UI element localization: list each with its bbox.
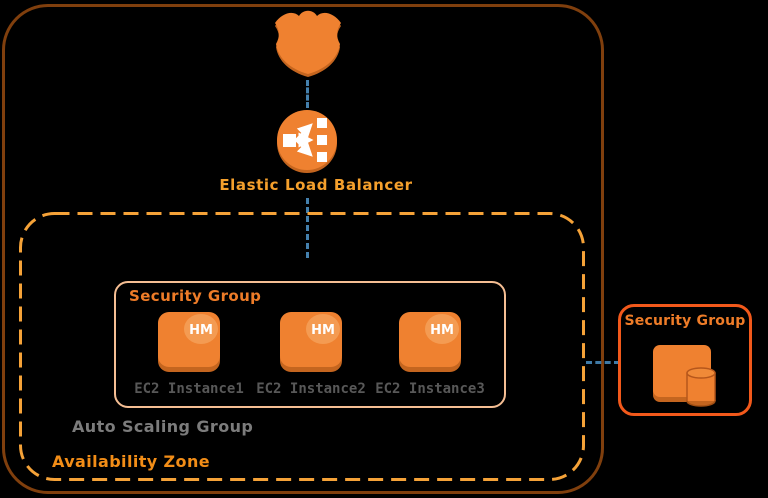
ec2-instance-icon: HM	[399, 312, 461, 372]
security-group-title: Security Group	[129, 287, 262, 305]
database-icon	[653, 345, 716, 407]
db-security-group-box: Security Group	[618, 304, 752, 416]
auto-scaling-group-label: Auto Scaling Group	[72, 417, 254, 436]
connector-elb-to-security-group	[306, 198, 309, 258]
ec2-instance-label: EC2 Instance2	[256, 381, 366, 397]
ec2-instance-label: EC2 Instance3	[375, 381, 485, 397]
availability-zone-label: Availability Zone	[52, 452, 210, 471]
db-security-group-title: Security Group	[624, 313, 746, 329]
hm-badge: HM	[189, 323, 213, 338]
ec2-instance-icon: HM	[158, 312, 220, 372]
availability-zone-border	[19, 212, 585, 481]
connector-shield-to-elb	[306, 80, 309, 108]
vpc-boundary-box	[2, 4, 604, 494]
ec2-instance-label: EC2 Instance1	[134, 381, 244, 397]
load-balancer-icon	[277, 110, 337, 173]
connector-az-to-db-security-group	[586, 361, 620, 364]
security-group-box: Security Group	[114, 281, 506, 408]
hm-badge: HM	[311, 323, 335, 338]
route53-shield-icon	[275, 10, 341, 77]
elb-label: Elastic Load Balancer	[219, 176, 413, 194]
ec2-instance-icon: HM	[280, 312, 342, 372]
hm-badge: HM	[430, 323, 454, 338]
